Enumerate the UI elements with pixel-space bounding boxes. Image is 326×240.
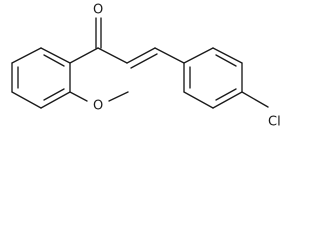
ring-b-bond	[183, 47, 214, 64]
methoxy-group	[69, 91, 129, 102]
ring-b-bond	[212, 91, 243, 109]
ring-chlorine-bond	[241, 91, 269, 108]
chemical-structure-canvas: O O Cl	[11, 3, 281, 130]
ring-a-bond	[40, 91, 71, 109]
ring-b-bond	[183, 91, 214, 109]
ring-b-bond	[212, 47, 243, 64]
ring-a-double-bond	[43, 54, 65, 67]
chlorine-label: Cl	[268, 115, 281, 130]
methoxy-methyl-bond	[108, 91, 129, 102]
ring-a-bond	[11, 91, 42, 109]
ring-a-double-bond	[43, 88, 65, 101]
chalcone-structure: O O Cl	[11, 3, 281, 130]
carbonyl-oxygen-label: O	[93, 3, 103, 18]
chlorophenyl-ring	[183, 47, 243, 109]
carbonyl-alkene-bond	[97, 47, 128, 64]
ring-methoxy-bond	[69, 91, 88, 102]
ring-a-bond	[40, 47, 71, 64]
enone-linker	[69, 17, 185, 69]
alkene-double-bond	[126, 47, 156, 64]
ring-b-double-bond	[215, 88, 237, 101]
aryl-carbonyl-bond	[69, 47, 99, 64]
methoxyphenyl-ring	[11, 47, 71, 109]
alkene-double-bond	[130, 53, 158, 69]
ring-b-double-bond	[215, 54, 237, 67]
ring-a-bond	[11, 47, 42, 64]
methoxy-oxygen-label: O	[93, 99, 103, 114]
alkene-aryl-bond	[154, 47, 185, 64]
